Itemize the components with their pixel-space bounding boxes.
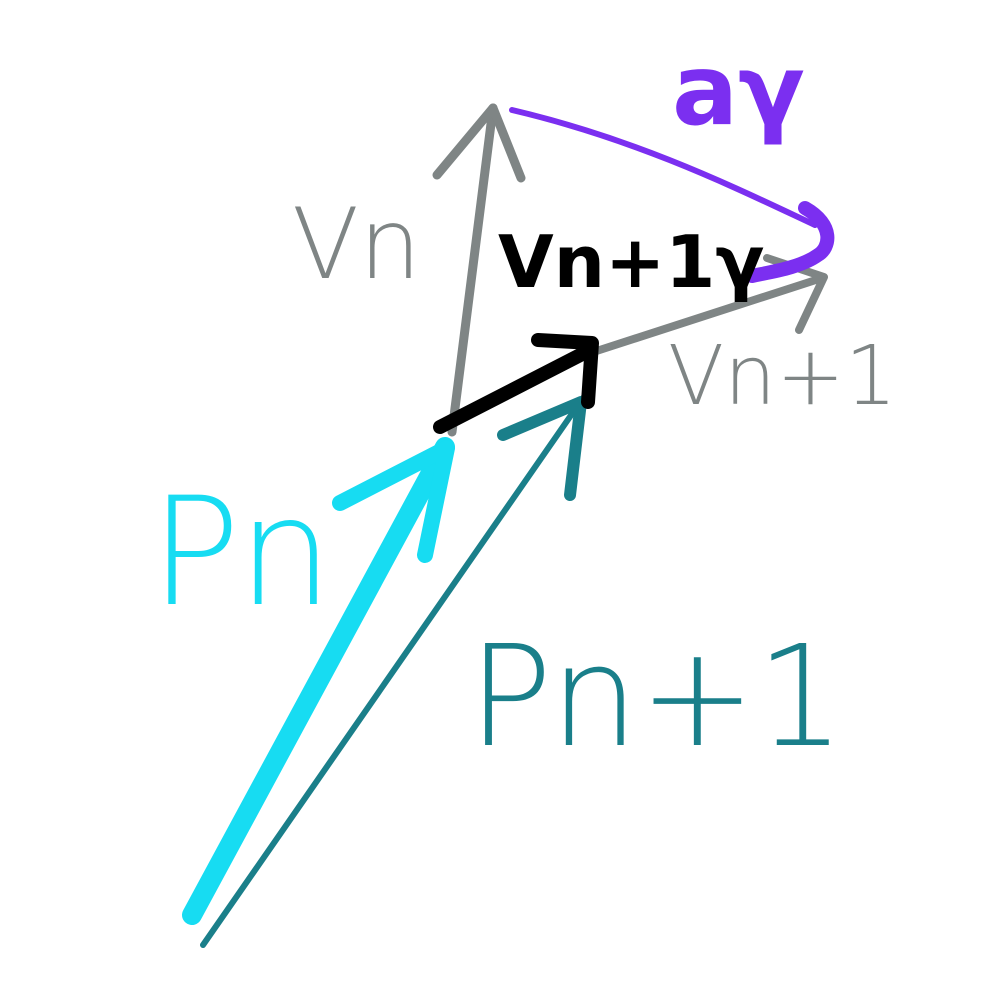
vector-a-gamma-arrowhead xyxy=(745,201,835,283)
vector-v-n1-gamma xyxy=(433,343,597,434)
vector-v-n-arrowhead xyxy=(432,103,526,183)
label-v-n1: Vn+1 xyxy=(668,329,897,424)
vector-p-n-arrowhead xyxy=(332,440,455,563)
label-v-n1-gamma: Vn+1γ xyxy=(498,220,765,304)
vector-v-n1 xyxy=(574,274,826,361)
vector-p-n xyxy=(182,437,455,925)
vector-v-n xyxy=(447,103,498,437)
label-p-n: Pn xyxy=(150,466,333,640)
label-a-gamma: aγ xyxy=(672,34,805,148)
vector-v-n1-gamma-arrowhead xyxy=(531,333,599,409)
vector-p-n1 xyxy=(200,395,586,948)
vector-a-gamma xyxy=(509,107,818,228)
label-p-n1: Pn+1 xyxy=(468,616,846,779)
label-v-n: Vn xyxy=(292,188,422,302)
